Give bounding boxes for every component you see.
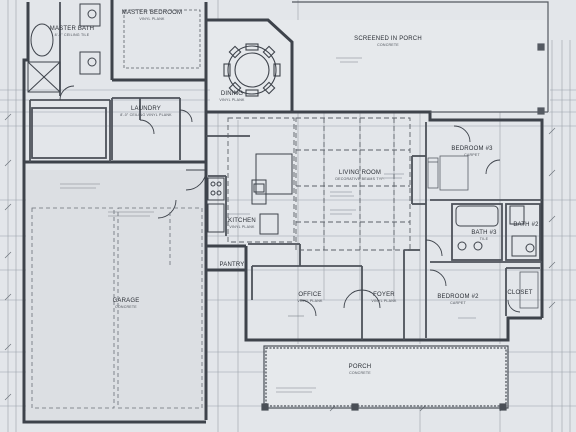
porch-structure — [261, 345, 509, 411]
decorative-beams — [227, 117, 411, 251]
screened-porch-outline — [292, 1, 549, 115]
room-details — [123, 9, 539, 309]
room-label-closet: CLOSET — [507, 290, 533, 296]
room-label-bath-2: BATH #2 — [513, 222, 539, 228]
exterior-walls — [22, 0, 544, 424]
garage-markings — [31, 207, 203, 409]
bath-fixtures — [27, 3, 537, 257]
room-label-pantry: PANTRY — [219, 262, 245, 268]
kitchen-fixtures — [207, 153, 293, 235]
door-swings — [59, 85, 521, 317]
room-fills — [26, 20, 550, 420]
interior-walls — [29, 2, 542, 340]
annotation-marks — [60, 57, 476, 393]
dining-table — [223, 43, 281, 97]
